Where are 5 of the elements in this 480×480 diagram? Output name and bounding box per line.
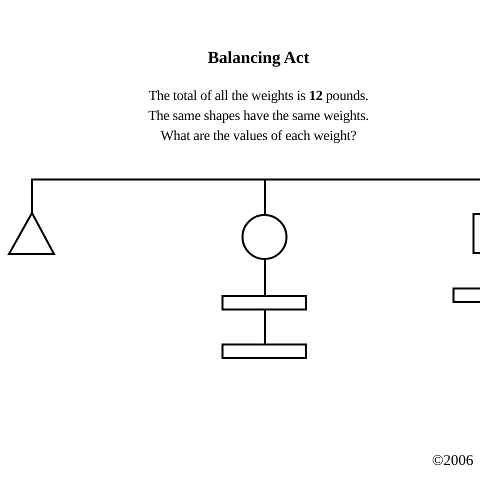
instruction-sentence: The same shapes have the same weights. [148,108,369,126]
instruction-sentence: What are the values of each weight? [160,128,356,146]
puzzle-title: Balancing Act [208,48,310,68]
copyright-notice: ©2006 [432,452,474,470]
instruction-sentence: The total of all the weights is 12 pounds. [148,88,368,106]
